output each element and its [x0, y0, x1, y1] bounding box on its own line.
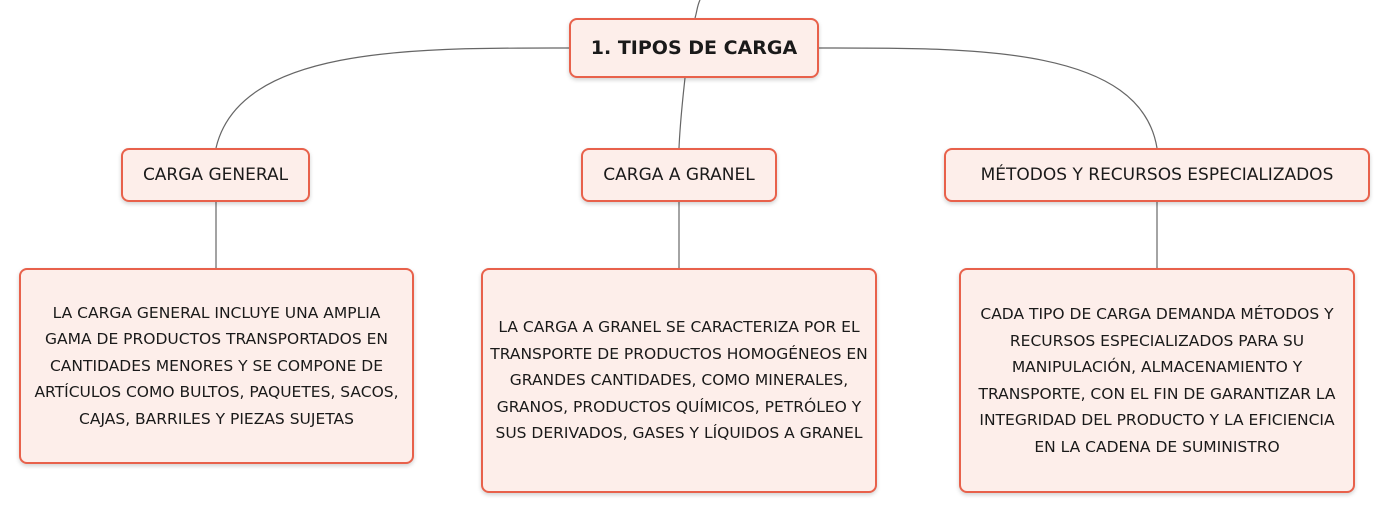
- detail-metodos-y-recursos[interactable]: CADA TIPO DE CARGA DEMANDA MÉTODOS Y REC…: [959, 268, 1355, 493]
- detail-text: LA CARGA A GRANEL SE CARACTERIZA POR EL …: [490, 318, 868, 443]
- topic-metodos-y-recursos[interactable]: MÉTODOS Y RECURSOS ESPECIALIZADOS: [944, 148, 1370, 202]
- connector-root-to-carga-a-granel: [678, 77, 686, 149]
- connector-root-to-metodos: [818, 47, 1158, 149]
- detail-carga-a-granel[interactable]: LA CARGA A GRANEL SE CARACTERIZA POR EL …: [481, 268, 877, 493]
- topic-carga-a-granel[interactable]: CARGA A GRANEL: [581, 148, 777, 202]
- root-topic-node[interactable]: 1. TIPOS DE CARGA: [569, 18, 819, 78]
- topic-label: MÉTODOS Y RECURSOS ESPECIALIZADOS: [980, 165, 1334, 185]
- connector-parent-to-root: [694, 0, 701, 19]
- detail-text: LA CARGA GENERAL INCLUYE UNA AMPLIA GAMA…: [34, 303, 399, 428]
- detail-carga-general[interactable]: LA CARGA GENERAL INCLUYE UNA AMPLIA GAMA…: [19, 268, 414, 464]
- connector-root-to-carga-general: [215, 47, 570, 149]
- topic-label: CARGA A GRANEL: [603, 165, 755, 185]
- topic-label: CARGA GENERAL: [142, 165, 289, 185]
- root-topic-label: 1. TIPOS DE CARGA: [590, 37, 798, 59]
- detail-text: CADA TIPO DE CARGA DEMANDA MÉTODOS Y REC…: [978, 305, 1336, 456]
- topic-carga-general[interactable]: CARGA GENERAL: [121, 148, 310, 202]
